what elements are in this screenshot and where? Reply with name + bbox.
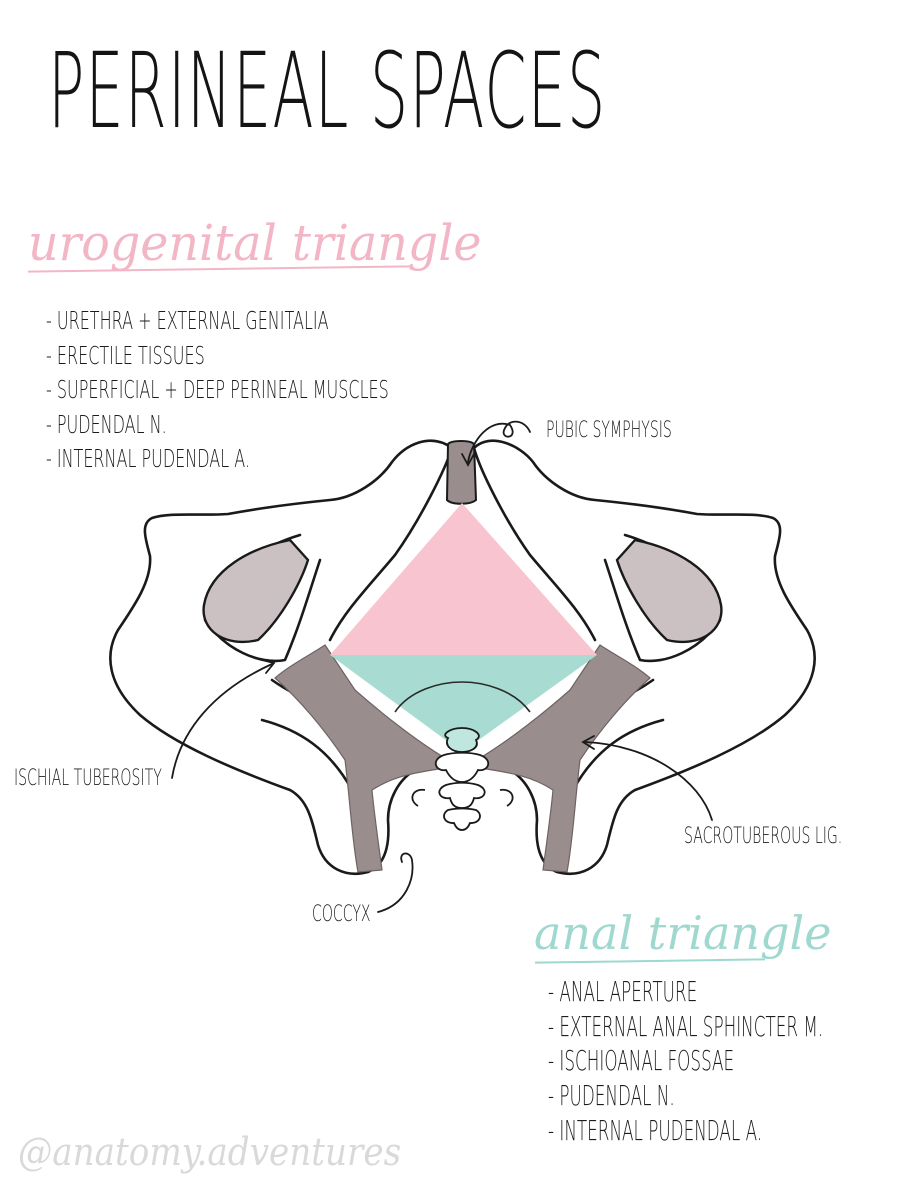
list-item: - SUPERFICIAL + DEEP PERINEAL MUSCLES <box>46 375 389 404</box>
watermark: @anatomy.adventures <box>18 1130 402 1174</box>
ischial-tuberosity-arrowhead <box>261 659 276 674</box>
list-item: - EXTERNAL ANAL SPHINCTER M. <box>548 1009 824 1043</box>
list-item: - INTERNAL PUDENDAL A. <box>548 1113 763 1147</box>
anal-heading: anal triangle <box>534 906 832 960</box>
ischial-tuberosity-label: ISCHIAL TUBEROSITY <box>14 766 162 791</box>
sacrotuberous-arrowhead <box>581 735 595 750</box>
sacrotuberous-lig-label: SACROTUBEROUS LIG. <box>684 824 843 849</box>
sacrotuberous-arrow <box>584 741 713 821</box>
coccyx <box>411 727 514 831</box>
right-sacrotuberous-ligament <box>479 644 651 873</box>
list-item: - ERECTILE TISSUES <box>46 340 205 370</box>
list-item: - ANAL APERTURE <box>548 975 698 1008</box>
list-item: - PUDENDAL N. <box>548 1079 675 1113</box>
anal-triangle <box>330 655 597 752</box>
right-obturator-foramen <box>615 538 723 644</box>
urogenital-triangle <box>330 503 597 655</box>
page-title: PERINEAL SPACES <box>48 30 607 152</box>
left-obturator-foramen <box>202 538 310 644</box>
anal-list: - ANAL APERTURE - EXTERNAL ANAL SPHINCTE… <box>548 978 900 1151</box>
left-pelvic-brim <box>328 446 454 642</box>
list-item: - INTERNAL PUDENDAL A. <box>46 444 250 473</box>
urogenital-heading: urogenital triangle <box>28 214 482 272</box>
right-ilium-outline <box>472 439 816 875</box>
list-item: - ISCHIOANAL FOSSAE <box>548 1044 735 1078</box>
urogenital-list: - URETHRA + EXTERNAL GENITALIA - ERECTIL… <box>46 308 582 481</box>
left-sacrotuberous-ligament <box>274 644 446 873</box>
pubic-symphysis-arrow <box>467 420 531 463</box>
anal-triangle-inner-curve <box>394 681 531 713</box>
pubic-symphysis-label: PUBIC SYMPHYSIS <box>546 418 672 443</box>
coccyx-arrow <box>377 852 414 913</box>
right-pelvic-brim <box>472 446 597 642</box>
list-item: - URETHRA + EXTERNAL GENITALIA <box>46 306 329 335</box>
coccyx-label: COCCYX <box>312 902 371 927</box>
left-lower-curve <box>260 718 354 792</box>
pubic-symphysis-arrowhead <box>461 453 475 467</box>
left-ilium-outline <box>109 439 454 875</box>
ischial-tuberosity-arrow <box>171 663 273 779</box>
right-lower-curve <box>571 718 665 792</box>
list-item: - PUDENDAL N. <box>46 409 167 439</box>
